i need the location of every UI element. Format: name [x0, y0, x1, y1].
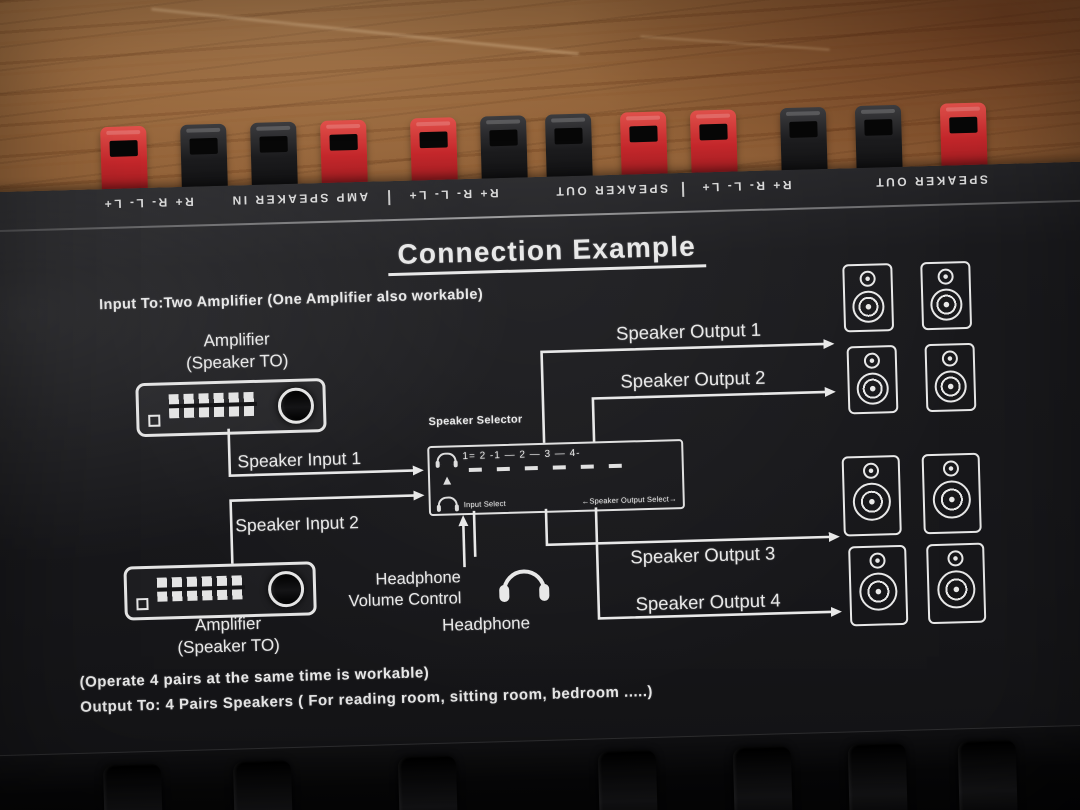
terminal-pins: R+ R- L- L+: [406, 186, 499, 203]
terminal-group-name: SPEAKER OUT: [873, 172, 989, 190]
terminal-group-label-amp-in: AMP SPEAKER IN R+ R- L- L+: [102, 190, 368, 211]
connection-example-panel: Connection Example Input To:Two Amplifie…: [13, 212, 1027, 755]
headphone-icon: [499, 569, 550, 603]
terminal-group-label-speaker-out-2: SPEAKER OUT R+ R- L- L+: [700, 172, 988, 194]
volume-knob: [232, 760, 294, 810]
terminal-group-name: AMP SPEAKER IN: [229, 189, 369, 208]
volume-knob: [597, 749, 659, 810]
volume-knob: [732, 746, 794, 810]
volume-knob: [397, 755, 459, 810]
volume-knob: [957, 739, 1019, 810]
connection-lines: [227, 339, 842, 620]
terminal-group-label-speaker-out-1: SPEAKER OUT R+ R- L- L+: [407, 181, 668, 202]
label-separator: [681, 181, 685, 197]
volume-knob: [847, 742, 909, 810]
wood-scratch: [640, 35, 830, 51]
label-separator: [387, 190, 391, 206]
speaker-selector-device: AMP SPEAKER IN R+ R- L- L+ SPEAKER OUT R…: [0, 79, 1080, 810]
wood-scratch: [151, 7, 579, 56]
terminal-group-name: SPEAKER OUT: [553, 181, 669, 199]
terminal-pins: R+ R- L- L+: [102, 194, 194, 212]
terminal-pins: R+ R- L- L+: [699, 177, 792, 195]
device-top-face: AMP SPEAKER IN R+ R- L- L+ SPEAKER OUT R…: [0, 160, 1080, 810]
volume-knob: [102, 763, 164, 810]
